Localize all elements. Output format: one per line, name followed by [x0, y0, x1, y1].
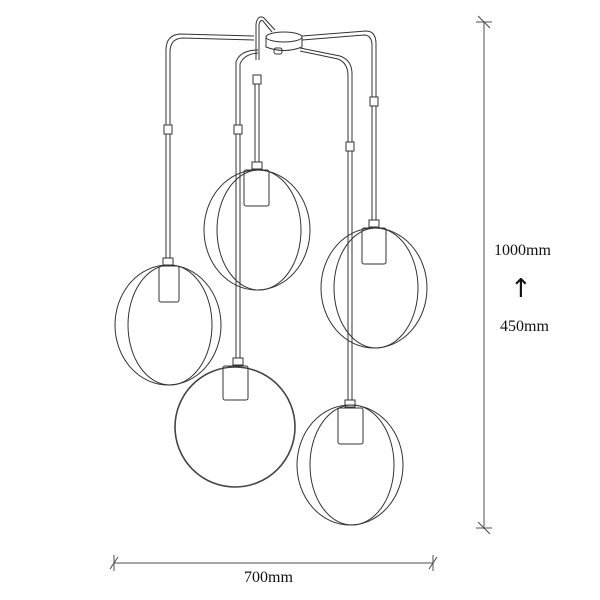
- pendant-3: [320, 227, 428, 349]
- pendant-cables: [162, 74, 380, 408]
- width-dimension-line: [109, 555, 438, 571]
- chandelier-arms: [165, 30, 377, 142]
- ceiling-canopy: [255, 16, 303, 60]
- height-dimension-line: [476, 15, 492, 535]
- up-arrow-icon: ↑: [510, 274, 532, 304]
- width-label: 700mm: [244, 569, 293, 586]
- height-max-label: 1000mm: [494, 242, 551, 259]
- pendant-5: [296, 404, 404, 526]
- height-min-label: 450mm: [500, 318, 549, 335]
- pendant-4: [174, 365, 296, 488]
- pendant-2: [203, 169, 311, 291]
- pendant-1: [114, 264, 222, 386]
